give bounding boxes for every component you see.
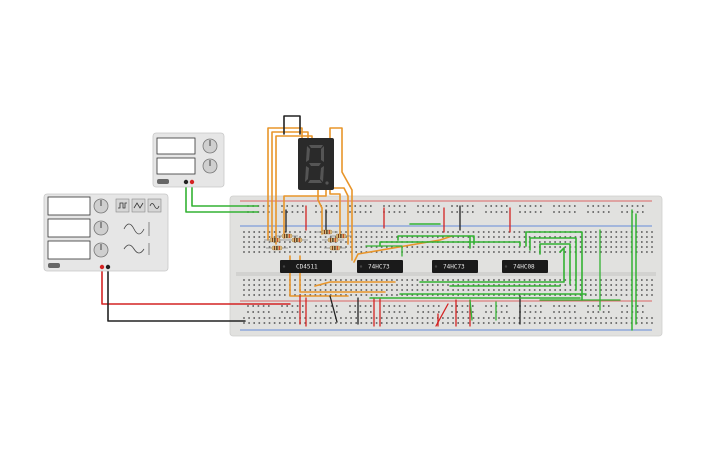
resistor[interactable] xyxy=(316,229,338,235)
wire-sig-2[interactable] xyxy=(379,241,521,247)
wire-seg-dp[interactable] xyxy=(317,187,323,235)
wire-generator-positive[interactable] xyxy=(101,267,291,305)
offset-diagram-icon xyxy=(123,243,150,255)
chip-74hc73-a[interactable]: 74HC73 xyxy=(357,260,403,273)
sine-wave-icon[interactable] xyxy=(147,198,162,213)
resistor[interactable] xyxy=(322,237,344,243)
triangle-wave-icon[interactable] xyxy=(131,198,146,213)
wire-seg-d[interactable] xyxy=(283,187,327,239)
chip-cd4511[interactable]: CD4511 xyxy=(280,260,332,273)
wire-sig-13[interactable] xyxy=(469,299,473,321)
wire-seg-g[interactable] xyxy=(329,127,353,261)
wires[interactable] xyxy=(101,115,637,331)
segment-digit xyxy=(305,145,329,185)
wire-sig-7[interactable] xyxy=(539,243,571,285)
offset-display xyxy=(47,240,91,260)
wire-vcc-diag[interactable] xyxy=(435,303,449,327)
wire-seg-f[interactable] xyxy=(333,187,349,245)
segment-digit-text: 8. xyxy=(0,0,2,1)
positive-terminal[interactable] xyxy=(189,179,195,185)
chip-label: CD4511 xyxy=(296,264,318,271)
wire-sig-5[interactable] xyxy=(525,231,583,301)
seven-segment-display[interactable]: 8. xyxy=(0,0,334,190)
wire-display-common[interactable] xyxy=(283,115,301,135)
wire-generator-negative[interactable] xyxy=(107,267,246,322)
frequency-display xyxy=(47,196,91,216)
function-generator[interactable] xyxy=(43,193,169,272)
generator-negative-terminal[interactable] xyxy=(105,264,111,270)
resistor-array[interactable] xyxy=(264,229,352,251)
chip-label: 74HC73 xyxy=(443,264,465,271)
wire-seg-e[interactable] xyxy=(329,187,341,237)
wire-decoder-out[interactable] xyxy=(353,235,453,263)
wire-supply-negative[interactable] xyxy=(185,182,259,213)
chip-74hc73-b[interactable]: 74HC73 xyxy=(432,260,478,273)
square-wave-icon[interactable] xyxy=(115,198,130,213)
voltage-display xyxy=(156,137,196,155)
resistor[interactable] xyxy=(324,245,346,251)
dc-power-supply[interactable] xyxy=(152,132,225,188)
wire-ground-4[interactable] xyxy=(329,295,338,323)
chip-74hc08[interactable]: 74HC08 xyxy=(502,260,548,273)
negative-terminal[interactable] xyxy=(183,179,189,185)
resistor[interactable] xyxy=(266,245,288,251)
resistor[interactable] xyxy=(330,233,352,239)
resistor[interactable] xyxy=(264,237,286,243)
resistor[interactable] xyxy=(286,237,308,243)
wire-decoder-in[interactable] xyxy=(314,281,396,287)
amplitude-diagram-icon xyxy=(123,222,150,236)
current-display xyxy=(156,157,196,175)
chip-label: 74HC08 xyxy=(513,264,535,271)
resistor[interactable] xyxy=(276,233,298,239)
wire-sig-15[interactable] xyxy=(365,245,403,257)
amplitude-display xyxy=(47,218,91,238)
chip-label: 74HC73 xyxy=(368,264,390,271)
power-switch[interactable] xyxy=(157,179,169,184)
wire-sig-8[interactable] xyxy=(419,247,565,283)
wire-seg-a[interactable] xyxy=(267,127,303,241)
wire-sig-6[interactable] xyxy=(529,237,577,291)
wire-supply-positive[interactable] xyxy=(191,182,259,207)
generator-positive-terminal[interactable] xyxy=(99,264,105,270)
wire-sig-1[interactable] xyxy=(397,235,475,245)
generator-power-switch[interactable] xyxy=(48,263,60,268)
